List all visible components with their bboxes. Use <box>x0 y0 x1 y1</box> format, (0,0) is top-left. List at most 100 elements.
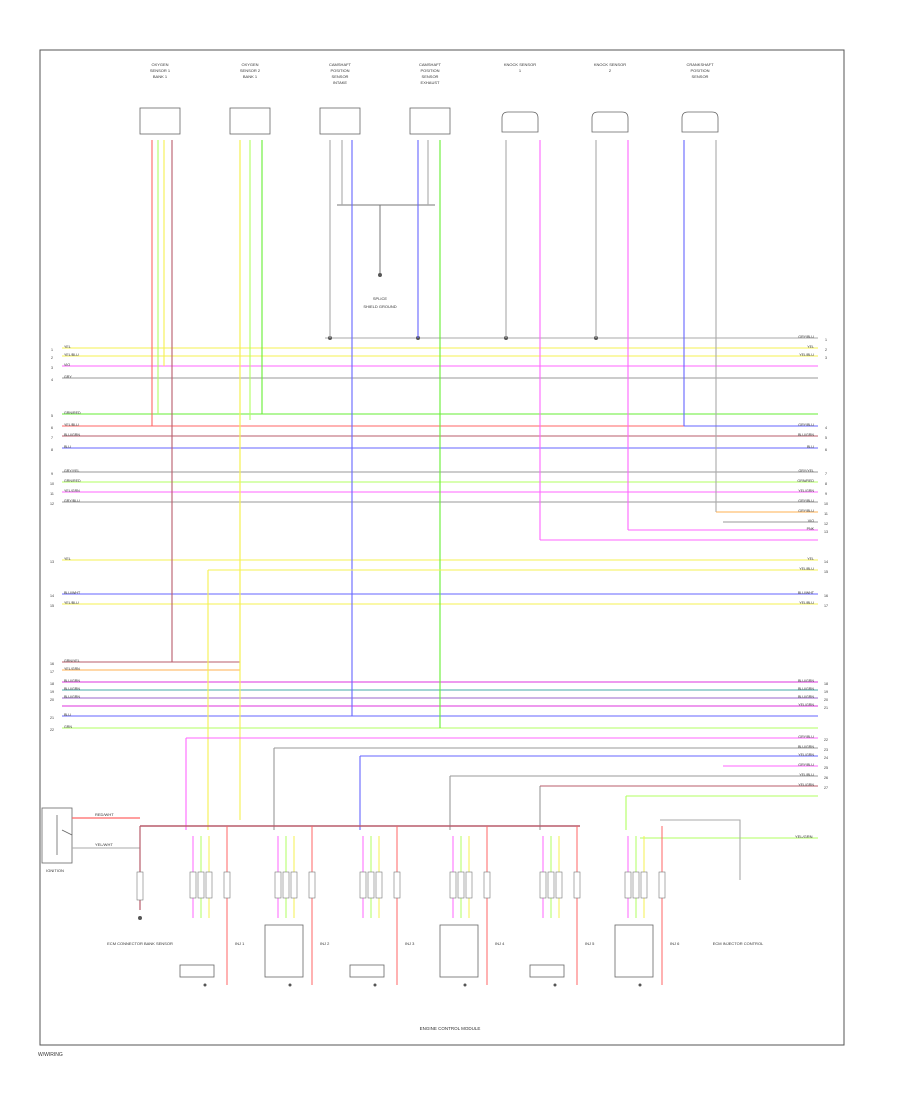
right-pin-number: 24 <box>824 756 828 760</box>
right-wire-label: BLU/GRN <box>798 679 814 683</box>
bottom-components: INJ 1 INJ 2 INJ 3 INJ 4 INJ 5 INJ 6 <box>136 826 680 987</box>
ignition-label: IGNITION <box>46 868 64 873</box>
left-wire-label: YEL/GRN <box>64 667 80 671</box>
top-component-label: OXYGEN <box>151 62 168 67</box>
bottom-component-label: INJ 3 <box>405 941 415 946</box>
right-wire-label: VIO <box>808 519 814 523</box>
right-wire-label: YEL/BLU <box>799 567 814 571</box>
left-pin-number: 6 <box>51 426 53 430</box>
left-wire-label: YEL/BLU <box>64 353 79 357</box>
right-wire-label: YEL/BLU <box>799 353 814 357</box>
right-pin-number: 2 <box>825 348 827 352</box>
bottom-component-5: INJ 4 <box>439 826 505 987</box>
left-pin-number: 4 <box>51 378 53 382</box>
bottom-component-label: INJ 5 <box>585 941 595 946</box>
sensor-connector-body <box>319 107 361 135</box>
left-wire-label: BLU/GRN <box>64 433 80 437</box>
right-pin-number: 23 <box>824 748 828 752</box>
right-pin-number: 13 <box>824 530 828 534</box>
right-pin-number: 8 <box>825 482 827 486</box>
top-component-label: 1 <box>519 68 522 73</box>
left-pin-number: 16 <box>50 662 54 666</box>
right-pin-number: 21 <box>824 706 828 710</box>
left-wire-label: GRN <box>64 725 72 729</box>
right-wire-label: YEL/GRN <box>798 489 814 493</box>
bottom-component-4: INJ 3 <box>349 826 415 987</box>
top-component-label: KNOCK SENSOR <box>594 62 626 67</box>
sensor-connector-body <box>139 107 181 135</box>
bottom-component-label: INJ 2 <box>320 941 330 946</box>
right-wire-label: BLU/WHT <box>798 591 815 595</box>
bottom-component-2: INJ 1 <box>179 826 245 987</box>
right-pin-number: 7 <box>825 472 827 476</box>
right-wire-label: YEL <box>807 557 814 561</box>
left-pin-number: 17 <box>50 670 54 674</box>
left-wire-label: GRN/RED <box>64 411 81 415</box>
left-pin-number: 20 <box>50 698 54 702</box>
bottom-caption: ENGINE CONTROL MODULE <box>420 1026 481 1031</box>
left-pin-number: 9 <box>51 472 53 476</box>
left-pin-number: 18 <box>50 682 54 686</box>
right-wire-label: GRN/RED <box>797 479 814 483</box>
right-pin-number: 11 <box>824 512 828 516</box>
top-component-label: INTAKE <box>333 80 347 85</box>
left-wire-label: BLU/GRN <box>64 695 80 699</box>
right-pin-number: 18 <box>824 682 828 686</box>
left-pin-number: 2 <box>51 356 53 360</box>
right-pin-number: 5 <box>825 436 827 440</box>
left-wire-label: VIO <box>64 363 70 367</box>
top-component-label: SENSOR <box>332 74 349 79</box>
right-wire-label: YEL <box>807 345 814 349</box>
left-pin-number: 10 <box>50 482 54 486</box>
sensor-connector-body <box>409 107 451 135</box>
right-wire-label: GRY/BLU <box>798 423 814 427</box>
sensor-connector-body <box>229 107 271 135</box>
right-wire-label: GRY/BLU <box>798 335 814 339</box>
top-component-label: POSITION <box>330 68 349 73</box>
right-wire-label: BLU/GRN <box>798 433 814 437</box>
bottom-component-3: INJ 2 <box>264 826 330 987</box>
right-pin-number: 1 <box>825 338 827 342</box>
left-wire-label: YEL/BLU <box>64 601 79 605</box>
left-wire-label: GRN/YEL <box>64 659 80 663</box>
right-pin-number: 14 <box>824 560 828 564</box>
sensor-connector-body <box>501 111 539 133</box>
right-pin-number: 20 <box>824 698 828 702</box>
splice-group: SPLICE SHIELD GROUND <box>337 204 435 309</box>
left-pin-number: 8 <box>51 448 53 452</box>
bottom-component-label: INJ 6 <box>670 941 680 946</box>
top-component-label: SENSOR <box>692 74 709 79</box>
top-component-label: POSITION <box>690 68 709 73</box>
right-pin-number: 19 <box>824 690 828 694</box>
bottom-right-note: ECM INJECTOR CONTROL <box>713 941 764 946</box>
top-component-label: OXYGEN <box>241 62 258 67</box>
left-wire-label: YEL <box>64 345 71 349</box>
right-wire-label: YEL/BLU <box>799 773 814 777</box>
right-wire-label: GRY/YEL <box>798 469 814 473</box>
left-pin-number: 14 <box>50 594 54 598</box>
right-wire-label: BLU/GRN <box>798 745 814 749</box>
right-pin-number: 27 <box>824 786 828 790</box>
bottom-component-7: INJ 6 <box>614 826 680 987</box>
right-pin-number: 26 <box>824 776 828 780</box>
right-wire-label: GRY/BLU <box>798 509 814 513</box>
left-pin-number: 19 <box>50 690 54 694</box>
relay-label-1: RED/WHT <box>95 812 114 817</box>
relay-label-2: YEL/WHT <box>95 842 113 847</box>
left-wire-label: GRY/BLU <box>64 499 80 503</box>
right-pin-number: 4 <box>825 426 827 430</box>
bottom-grey-right <box>660 819 741 880</box>
left-wire-label: BLU <box>64 713 71 717</box>
left-wire-label: YEL/BLU <box>64 423 79 427</box>
bottom-component-6: INJ 5 <box>529 826 595 987</box>
left-wire-label: BLU <box>64 445 71 449</box>
right-wire-labels: GRY/BLU1YEL2YEL/BLU3GRY/BLU4BLU/GRN5BLU6… <box>797 335 828 790</box>
diagram-frame <box>39 49 845 1046</box>
bottom-component-1 <box>136 826 144 920</box>
